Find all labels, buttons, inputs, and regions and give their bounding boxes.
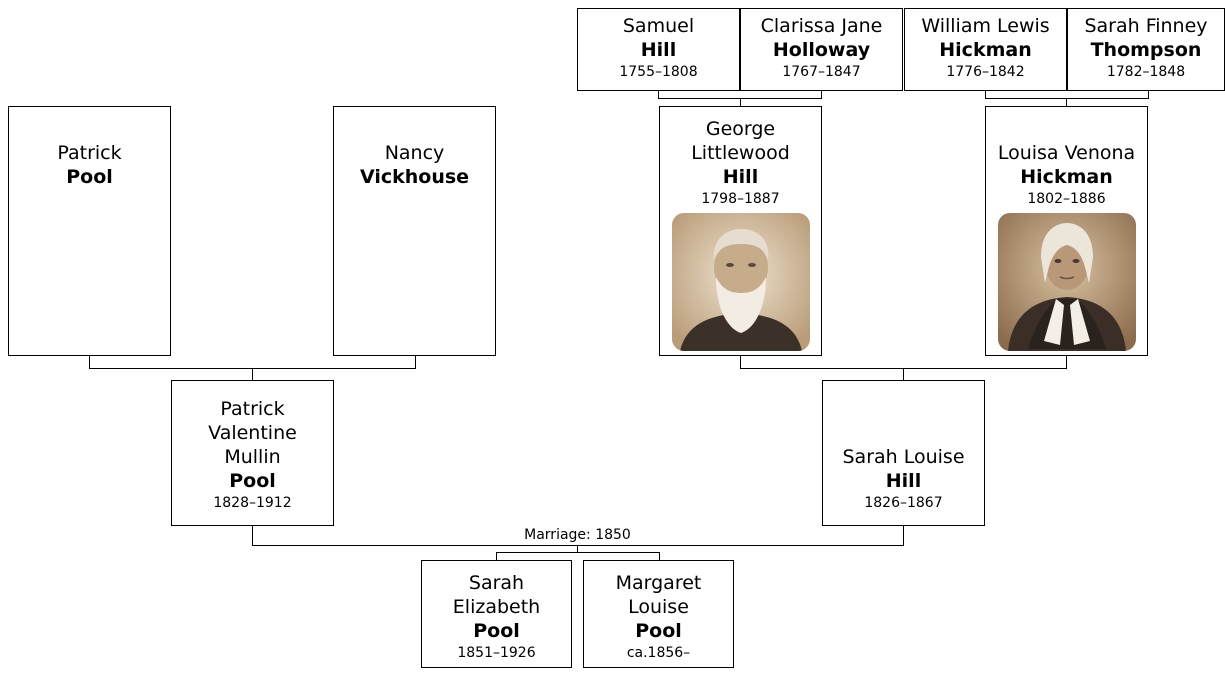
surname: Holloway <box>772 39 871 61</box>
person-sarah-louise-hill[interactable]: Sarah Louise Hill 1826–1867 <box>822 380 985 526</box>
given-name: Samuel <box>622 15 695 37</box>
connector-line <box>1066 98 1067 107</box>
given-name: Clarissa Jane <box>760 15 883 37</box>
surname: Hill <box>722 166 759 188</box>
person-sarah-elizabeth-pool[interactable]: Sarah Elizabeth Pool 1851–1926 <box>421 560 572 668</box>
connector-line <box>577 545 578 553</box>
connector-line <box>252 525 253 546</box>
surname: Vickhouse <box>359 166 470 188</box>
given-name: Louise <box>628 596 689 618</box>
connector-line <box>496 552 660 553</box>
surname: Thompson <box>1090 39 1202 61</box>
person-margaret-louise-pool[interactable]: Margaret Louise Pool ca.1856– <box>583 560 734 668</box>
surname: Pool <box>473 620 520 642</box>
surname: Hickman <box>939 39 1032 61</box>
given-name: Margaret <box>615 572 702 594</box>
connector-line <box>903 525 904 546</box>
given-name: George <box>705 118 776 140</box>
connector-line <box>740 98 741 107</box>
given-name: Sarah <box>468 572 525 594</box>
surname: Hill <box>640 39 677 61</box>
portrait-photo-icon <box>671 213 810 351</box>
person-louisa-hickman[interactable]: Louisa Venona Hickman 1802–1886 <box>985 106 1148 356</box>
person-samuel-hill[interactable]: Samuel Hill 1755–1808 <box>577 8 740 91</box>
given-name: Sarah Finney <box>1084 15 1208 37</box>
given-name: Littlewood <box>691 142 790 164</box>
connector-line <box>252 368 253 381</box>
given-name: Patrick <box>220 398 285 420</box>
given-name: William Lewis <box>921 15 1050 37</box>
marriage-label: Marriage: 1850 <box>524 527 631 543</box>
surname: Pool <box>635 620 682 642</box>
person-clarissa-holloway[interactable]: Clarissa Jane Holloway 1767–1847 <box>740 8 903 91</box>
connector-line <box>985 90 986 99</box>
connector-line <box>985 98 1149 99</box>
life-dates: 1798–1887 <box>701 191 780 207</box>
life-dates: 1782–1848 <box>1106 64 1186 80</box>
person-patrick-pool[interactable]: Patrick Pool <box>8 106 171 356</box>
surname: Hickman <box>1020 166 1113 188</box>
person-nancy-vickhouse[interactable]: Nancy Vickhouse <box>333 106 496 356</box>
life-dates: 1755–1808 <box>619 64 698 80</box>
given-name: Valentine <box>208 422 297 444</box>
given-name: Louisa Venona <box>997 142 1136 164</box>
connector-line <box>252 545 904 546</box>
connector-line <box>658 90 659 99</box>
life-dates: 1776–1842 <box>946 64 1025 80</box>
life-dates: 1826–1867 <box>864 495 943 511</box>
given-name: Mullin <box>224 446 281 468</box>
life-dates: 1802–1886 <box>1027 191 1106 207</box>
connector-line <box>659 552 660 561</box>
life-dates: ca.1856– <box>626 645 691 661</box>
portrait-photo-icon <box>997 213 1136 351</box>
connector-line <box>1066 355 1067 369</box>
connector-line <box>1148 90 1149 99</box>
connector-line <box>415 355 416 369</box>
surname: Pool <box>66 166 113 188</box>
connector-line <box>821 90 822 99</box>
person-sarah-thompson[interactable]: Sarah Finney Thompson 1782–1848 <box>1067 8 1225 91</box>
connector-line <box>903 368 904 381</box>
person-patrick-valentine-pool[interactable]: Patrick Valentine Mullin Pool 1828–1912 <box>171 380 334 526</box>
connector-line <box>89 355 90 369</box>
connector-line <box>740 355 741 369</box>
life-dates: 1767–1847 <box>782 64 861 80</box>
person-william-hickman[interactable]: William Lewis Hickman 1776–1842 <box>904 8 1067 91</box>
surname: Pool <box>229 470 276 492</box>
person-george-hill[interactable]: George Littlewood Hill 1798–1887 <box>659 106 822 356</box>
given-name: Sarah Louise <box>842 446 965 468</box>
given-name: Nancy <box>384 142 445 164</box>
connector-line <box>496 552 497 561</box>
life-dates: 1851–1926 <box>457 645 536 661</box>
given-name: Patrick <box>57 142 122 164</box>
given-name: Elizabeth <box>452 596 541 618</box>
life-dates: 1828–1912 <box>213 495 292 511</box>
surname: Hill <box>885 470 922 492</box>
